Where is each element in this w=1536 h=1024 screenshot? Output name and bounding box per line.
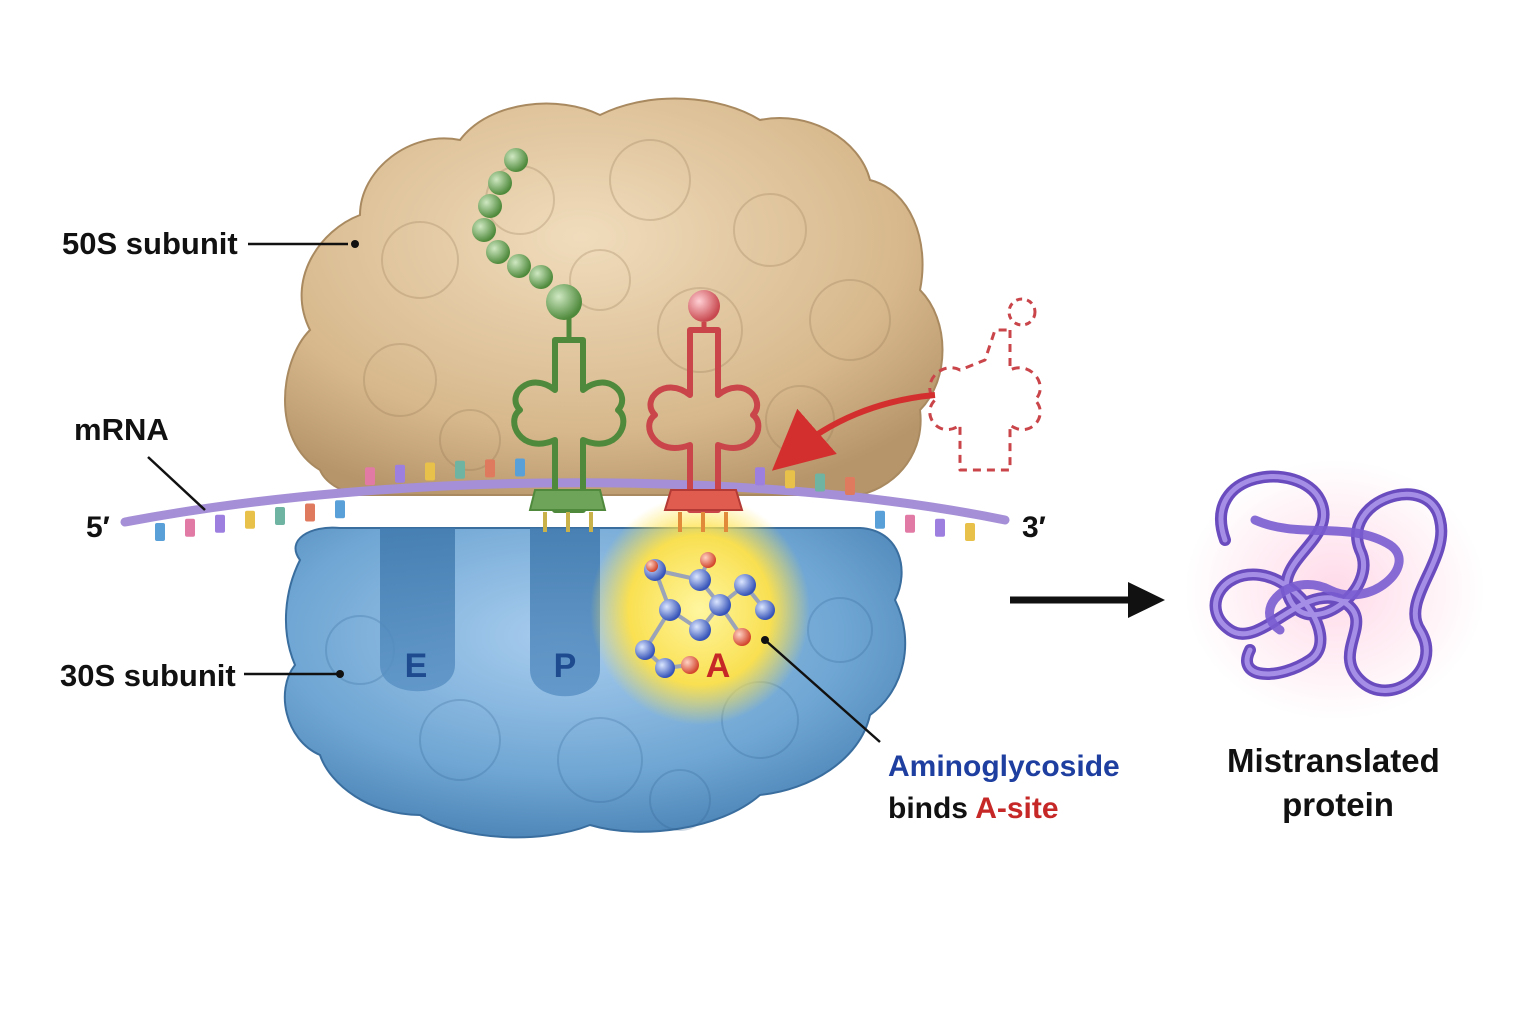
aminoglycoside-molecule-icon (635, 552, 775, 678)
anticodon-ticks (543, 512, 728, 532)
mrna-codon-tick (845, 476, 855, 495)
mrna-codon-tick (815, 473, 825, 492)
small-subunit-label: 30S subunit (60, 658, 236, 693)
peptide-chain (472, 148, 582, 320)
mrna-codon-tick (335, 500, 345, 519)
mrna-codon-tick (425, 462, 435, 481)
mistranslated-protein-icon (1185, 460, 1485, 720)
mrna-codon-tick (905, 514, 915, 533)
leader-dot (761, 636, 769, 644)
a-site-glow (590, 495, 810, 725)
three-prime-label: 3′ (1022, 511, 1046, 544)
mrna-codon-tick (485, 459, 495, 478)
site-grooves (380, 528, 600, 697)
mrna-codon-tick (155, 523, 165, 542)
leader-dot (336, 670, 344, 678)
p-site-trna (472, 148, 627, 513)
large-subunit-50s (284, 97, 944, 496)
mrna-label: mRNA (74, 412, 169, 447)
mrna-codon-tick (755, 467, 765, 486)
a-site-trna (646, 290, 762, 513)
mrna-codon-tick (455, 460, 465, 479)
mrna-codon-tick (785, 470, 795, 489)
mrna-codon-tick (875, 510, 885, 529)
mrna-codon-tick (275, 506, 285, 525)
right-arrow-icon (1010, 582, 1165, 618)
mrna-codon-tick (515, 458, 525, 477)
mrna-codon-tick (935, 518, 945, 537)
site-p-label: P (554, 647, 577, 685)
result-label: Mistranslated protein (1227, 742, 1449, 823)
leader-lines (147, 242, 881, 743)
mrna-codon-tick (965, 523, 975, 542)
mrna-codon-tick (215, 514, 225, 533)
mrna-codon-tick (305, 503, 315, 522)
mrna-codon-tick (365, 467, 375, 486)
mrna-codon-tick (395, 464, 405, 483)
mrna-codon-tick (185, 518, 195, 537)
amino-acid-ball (688, 290, 720, 322)
site-e-label: E (405, 647, 428, 685)
large-subunit-label: 50S subunit (62, 226, 238, 261)
mrna-strand (120, 458, 1010, 542)
site-a-label: A (706, 647, 731, 685)
drug-label: Aminoglycoside binds A-site (888, 750, 1128, 825)
mrna-codon-tick (245, 510, 255, 529)
incoming-arrow-icon (771, 392, 936, 471)
dashed-trna-outline-icon (928, 297, 1042, 472)
leader-dot (351, 240, 359, 248)
five-prime-label: 5′ (86, 511, 110, 544)
